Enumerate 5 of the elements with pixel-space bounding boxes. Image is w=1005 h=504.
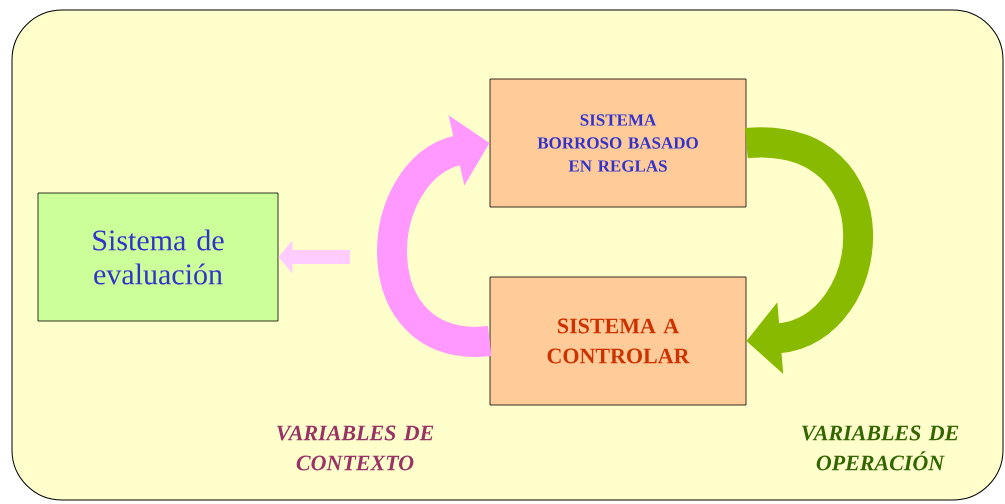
variable-label: VARIABLES DE OPERACIÓN <box>802 425 959 471</box>
process-box: SISTEMA BORROSO BASADO EN REGLAS <box>489 78 747 208</box>
variable-label: VARIABLES DE CONTEXTO <box>277 425 434 471</box>
evaluation-box: Sistema de evaluación <box>37 192 279 322</box>
process-box: SISTEMA A CONTROLAR <box>489 276 747 406</box>
